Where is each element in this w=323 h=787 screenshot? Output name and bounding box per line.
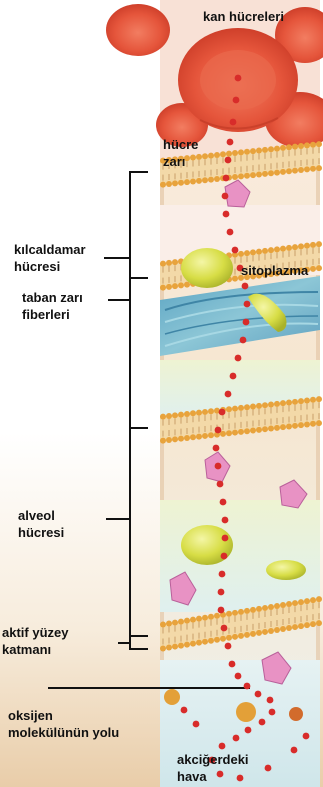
label-basement-fibers: taban zarı fiberleri <box>22 289 83 323</box>
label-alveolar-cell: alveol hücresi <box>18 507 64 541</box>
label-surfactant-layer: aktif yüzey katmanı <box>2 624 68 658</box>
label-cell-membrane: hücre zarı <box>163 136 198 170</box>
label-capillary-cell: kılcaldamar hücresi <box>14 241 86 275</box>
label-cytoplasm: sitoplazma <box>241 262 308 279</box>
label-blood-cells: kan hücreleri <box>203 8 284 25</box>
label-oxygen-path: oksijen molekülünün yolu <box>8 707 119 741</box>
label-lung-air: akciğerdeki hava <box>177 751 249 785</box>
